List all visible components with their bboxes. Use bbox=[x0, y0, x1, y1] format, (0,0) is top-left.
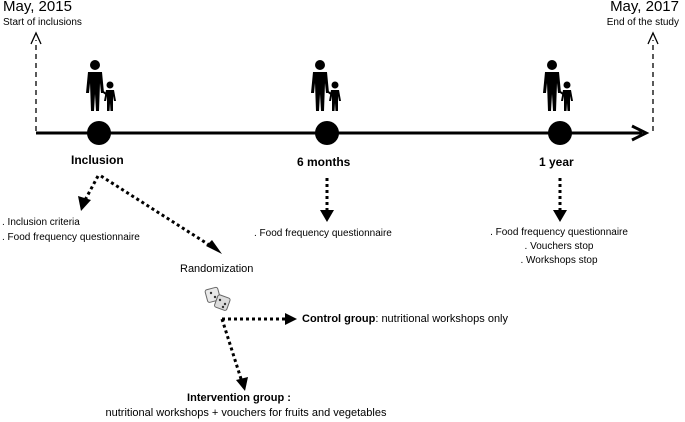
dice-icon bbox=[204, 286, 231, 311]
randomization-label: Randomization bbox=[180, 263, 254, 275]
control-arrowhead bbox=[285, 313, 297, 325]
end-marker-arrowhead bbox=[647, 31, 659, 45]
one-year-item: . Workshops stop bbox=[520, 255, 598, 266]
milestone-dot-6-months bbox=[315, 121, 339, 145]
inclusion-to-randomization-arrow bbox=[100, 174, 215, 250]
intervention-group-name: Intervention group bbox=[187, 392, 285, 404]
milestone-title-inclusion: Inclusion bbox=[71, 153, 124, 167]
milestone-dot-inclusion bbox=[87, 121, 111, 145]
randomization-arrowhead bbox=[206, 240, 222, 254]
criteria-arrowhead bbox=[78, 196, 91, 211]
adult-child-icon bbox=[310, 59, 342, 112]
inclusion-item: . Food frequency questionnaire bbox=[2, 232, 140, 243]
control-group-description: : nutritional workshops only bbox=[375, 313, 509, 325]
one-year-arrowhead bbox=[553, 210, 567, 222]
end-date: May, 2017 bbox=[610, 0, 679, 15]
intervention-arrowhead bbox=[236, 377, 248, 391]
start-date: May, 2015 bbox=[3, 0, 72, 15]
inclusion-item: . Inclusion criteria bbox=[2, 217, 80, 228]
control-group-name: Control group bbox=[302, 313, 376, 325]
start-label: Start of inclusions bbox=[3, 17, 82, 28]
intervention-group-suffix: : bbox=[284, 392, 291, 404]
inclusion-to-criteria-arrow bbox=[82, 175, 100, 203]
adult-child-icon bbox=[85, 59, 117, 112]
dice-to-intervention-arrow bbox=[220, 318, 244, 383]
timeline-arrowhead bbox=[631, 124, 650, 142]
end-label: End of the study bbox=[606, 17, 679, 28]
adult-child-icon bbox=[542, 59, 574, 112]
start-marker-arrowhead bbox=[30, 31, 42, 45]
intervention-group-description: nutritional workshops + vouchers for fru… bbox=[105, 407, 387, 419]
control-group-label: Control group: nutritional workshops onl… bbox=[302, 313, 508, 326]
intervention-group-label: Intervention group : bbox=[0, 392, 478, 405]
one-year-item: . Food frequency questionnaire bbox=[490, 227, 628, 238]
six-months-item: . Food frequency questionnaire bbox=[254, 228, 392, 239]
milestone-dot-1-year bbox=[548, 121, 572, 145]
six-months-arrowhead bbox=[320, 210, 334, 222]
one-year-item: . Vouchers stop bbox=[524, 241, 594, 252]
milestone-title-6-months: 6 months bbox=[297, 155, 351, 169]
milestone-title-1-year: 1 year bbox=[539, 155, 574, 169]
